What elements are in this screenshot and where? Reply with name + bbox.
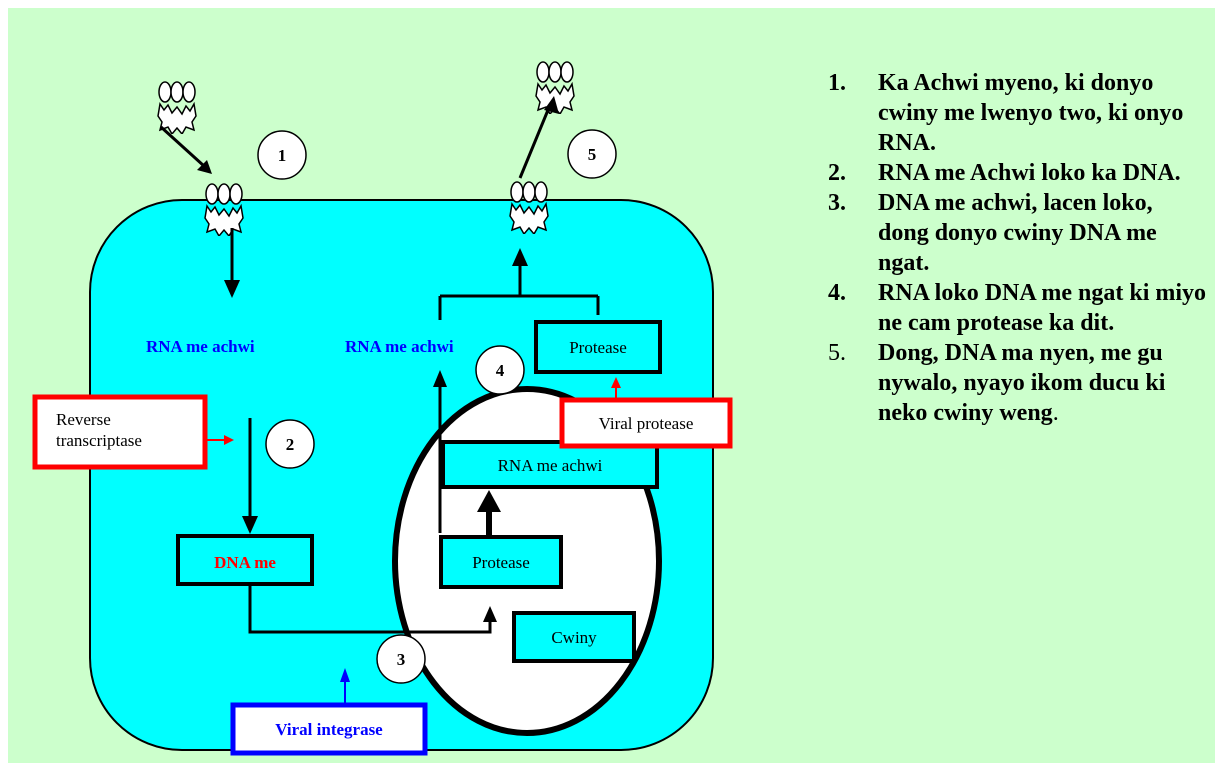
step-list: 1. Ka Achwi myeno, ki donyo cwiny me lwe…: [828, 68, 1208, 428]
step-number: 4.: [828, 280, 846, 306]
label-rna-right: RNA me achwi: [345, 337, 454, 356]
step-text: Ka Achwi myeno, ki donyo cwiny me lwenyo…: [878, 70, 1184, 156]
red-arrow-protease-head: [611, 377, 621, 388]
step-number: 3.: [828, 190, 846, 216]
step-marker-1: 1: [278, 146, 287, 165]
label-cwiny: Cwiny: [551, 628, 597, 647]
label-reverse-line2: transcriptase: [56, 431, 142, 450]
cwiny-box: [512, 611, 636, 663]
viral-integrase-box: [230, 702, 428, 756]
label-dna: DNA me: [214, 553, 276, 572]
label-protease-top: Protease: [569, 338, 627, 357]
step-number: 5.: [828, 340, 846, 366]
label-rna-nucleus: RNA me achwi: [498, 456, 603, 475]
step-text: RNA me Achwi loko ka DNA.: [878, 160, 1181, 186]
blue-arrow-integrase-head: [340, 668, 350, 682]
step-item-1: 1. Ka Achwi myeno, ki donyo cwiny me lwe…: [828, 68, 1208, 158]
step-marker-2: 2: [286, 435, 295, 454]
step-item-5: 5. Dong, DNA ma nyen, me gu nywalo, nyay…: [828, 338, 1208, 428]
protease-box-nucleus: [439, 535, 563, 589]
pathway-arrowheads: [197, 96, 559, 622]
step-marker-4: 4: [496, 361, 505, 380]
dna-box: [176, 534, 314, 586]
virus-particle-incoming: [157, 81, 197, 134]
red-arrow-rt-head: [224, 435, 234, 445]
step-marker-circles: [257, 129, 617, 684]
step-text: DNA me achwi, lacen loko, dong donyo cwi…: [878, 190, 1157, 276]
step-marker-3: 3: [397, 650, 406, 669]
step-item-2: 2. RNA me Achwi loko ka DNA.: [828, 158, 1208, 188]
step-text: Dong, DNA ma nyen, me gu nywalo, nyayo i…: [878, 340, 1166, 426]
step-item-4: 4. RNA loko DNA me ngat ki miyo ne cam p…: [828, 278, 1208, 338]
label-viral-protease: Viral protease: [599, 414, 694, 433]
thick-arrow-head: [477, 490, 501, 512]
pathway-lines: [159, 109, 600, 634]
label-rna-left: RNA me achwi: [146, 337, 255, 356]
step-text-tail: .: [1052, 400, 1059, 426]
rna-nucleus-box: [441, 440, 659, 489]
step-marker-5: 5: [588, 145, 597, 164]
label-protease-nucleus: Protease: [472, 553, 530, 572]
viral-protease-box: [559, 397, 733, 449]
step-item-3: 3. DNA me achwi, lacen loko, dong donyo …: [828, 188, 1208, 278]
step-number: 2.: [828, 160, 846, 186]
label-viral-integrase: Viral integrase: [275, 720, 383, 739]
reverse-transcriptase-box: [32, 394, 208, 470]
step-number: 1.: [828, 70, 846, 96]
protease-box-top: [534, 320, 662, 374]
label-reverse-line1: Reverse: [56, 410, 111, 429]
step-text: RNA loko DNA me ngat ki miyo ne cam prot…: [878, 280, 1207, 336]
